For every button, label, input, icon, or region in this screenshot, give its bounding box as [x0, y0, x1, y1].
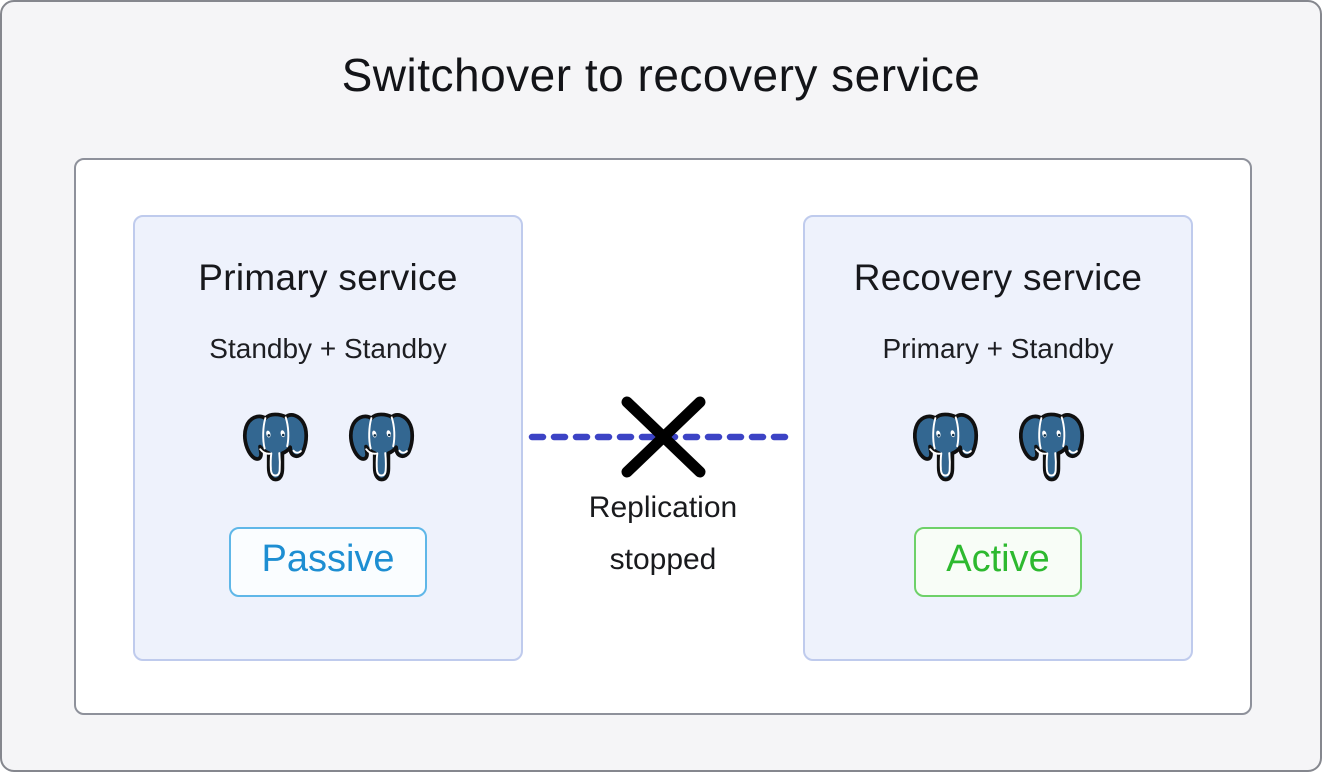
- card-subtitle-primary: Standby + Standby: [209, 333, 447, 364]
- diagram-canvas: Primary service Standby + Standby: [74, 158, 1252, 715]
- database-icons-row: [238, 407, 418, 487]
- diagram-title: Switchover to recovery service: [341, 49, 981, 101]
- postgresql-elephant-icon: [913, 412, 979, 482]
- postgresql-elephant-icon: [243, 412, 309, 482]
- card-title-primary: Primary service: [198, 257, 458, 298]
- broken-cross-icon: [621, 396, 706, 478]
- service-card-recovery: Recovery service Primary + Standby: [803, 215, 1193, 661]
- replication-status-line2: stopped: [609, 543, 717, 576]
- card-title-recovery: Recovery service: [853, 257, 1143, 298]
- card-subtitle-recovery: Primary + Standby: [882, 333, 1114, 364]
- status-badge-active: Active: [914, 527, 1082, 597]
- postgresql-elephant-icon: [349, 412, 415, 482]
- service-card-primary: Primary service Standby + Standby: [133, 215, 523, 661]
- replication-connector: [528, 396, 798, 478]
- postgresql-elephant-icon: [1019, 412, 1085, 482]
- replication-status-label: Replication stopped: [513, 482, 813, 586]
- database-icons-row: [908, 407, 1088, 487]
- replication-status-line1: Replication: [588, 491, 738, 524]
- status-badge-passive: Passive: [229, 527, 427, 597]
